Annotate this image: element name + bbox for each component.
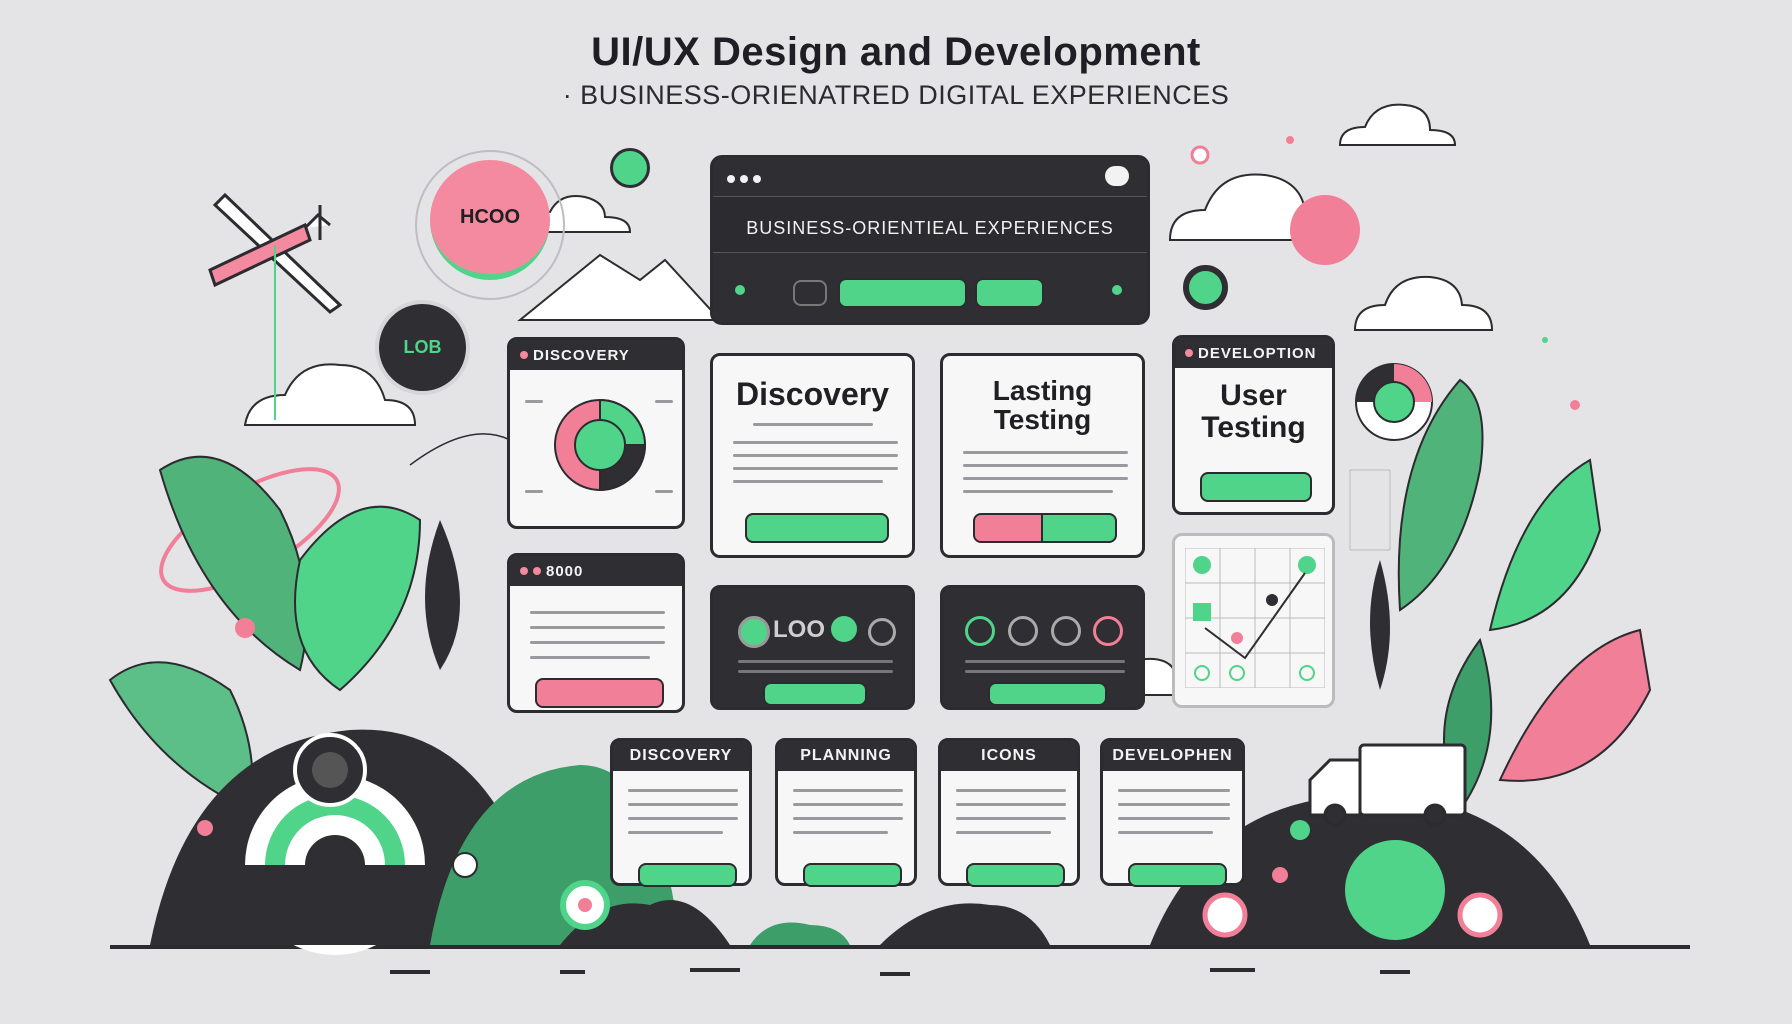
card-tab-label: 8000 (546, 562, 584, 580)
circle-icon (1051, 616, 1081, 646)
ground-dashes (390, 968, 1410, 976)
dark-tile: LOO (710, 585, 915, 710)
icons-box-button[interactable] (966, 863, 1065, 887)
grid-chart-icon (1185, 548, 1325, 688)
dark-tile-button[interactable] (988, 682, 1107, 706)
browser-button[interactable] (838, 278, 967, 308)
card-heading: User Testing (1201, 379, 1306, 444)
icons-box: ICONS (938, 738, 1080, 887)
planning-box: PLANNING (775, 738, 917, 887)
development-box-button[interactable] (1128, 863, 1227, 887)
card-tab: DISCOVERY (510, 340, 682, 370)
cancel-button[interactable] (973, 513, 1047, 543)
dark-tile (940, 585, 1145, 710)
box-label: ICONS (941, 741, 1077, 771)
discovery-chart-card: DISCOVERY (507, 337, 685, 529)
testing-card: Lasting Testing (940, 353, 1145, 558)
ground-line (110, 945, 1690, 949)
leaf-icon (1370, 378, 1652, 813)
discovery-box-button[interactable] (638, 863, 737, 887)
card-tab-label: DISCOVERY (533, 346, 630, 364)
circle-icon (1093, 616, 1123, 646)
window-controls (727, 170, 766, 188)
browser-window: BUSINESS-ORIENTIEAL EXPERIENCES (710, 155, 1150, 325)
donut-chart-icon (554, 398, 647, 492)
card-heading: Discovery (736, 376, 889, 412)
green-dot-icon (1183, 265, 1228, 310)
user-testing-button[interactable] (1200, 472, 1312, 502)
flower-icon (1202, 892, 1248, 938)
pink-badge-label: HCOO (460, 205, 520, 228)
browser-button[interactable] (793, 280, 827, 306)
cloud-icon (1338, 103, 1457, 146)
dark-tile-button[interactable] (763, 682, 867, 706)
pink-circle (1290, 195, 1360, 265)
planning-box-button[interactable] (803, 863, 902, 887)
text-card-button[interactable] (535, 678, 664, 708)
card-heading: Lasting Testing (992, 375, 1093, 436)
development-box: DEVELOPHEN (1100, 738, 1245, 887)
badge-ring (415, 150, 565, 300)
flower-icon (1457, 892, 1503, 938)
dark-badge: LOB (375, 300, 470, 395)
text-card: 8000 (507, 553, 685, 713)
discovery-box: DISCOVERY (610, 738, 752, 887)
cloud-icon (1353, 275, 1494, 331)
confirm-button[interactable] (1041, 513, 1117, 543)
flower-icon (560, 880, 610, 930)
airplane-icon (208, 192, 343, 314)
browser-heading: BUSINESS-ORIENTIEAL EXPERIENCES (746, 218, 1114, 238)
donut-chart-icon (1355, 363, 1433, 441)
card-tab: 8000 (510, 556, 682, 586)
discovery-button[interactable] (745, 513, 889, 543)
circle-icon (965, 616, 995, 646)
green-dot-icon (610, 148, 650, 188)
box-label: DISCOVERY (613, 741, 749, 771)
leaf-icon (108, 455, 460, 812)
mountain-shape (517, 253, 723, 321)
cloud-icon (243, 363, 417, 426)
circle-icon (1008, 616, 1038, 646)
truck-icon (1308, 743, 1467, 827)
card-tab: DEVELOPTION (1175, 338, 1332, 368)
pink-badge: HCOO (430, 160, 550, 280)
dark-tile-label: LOO (773, 616, 825, 643)
circle-icon (868, 618, 896, 646)
green-dot-icon (738, 616, 770, 648)
window-toggle-icon[interactable] (1105, 166, 1129, 186)
user-testing-card: DEVELOPTION User Testing (1172, 335, 1335, 515)
discovery-card: Discovery (710, 353, 915, 558)
card-tab-label: DEVELOPTION (1198, 344, 1317, 362)
grid-card (1172, 533, 1335, 708)
box-label: DEVELOPHEN (1103, 741, 1242, 771)
box-label: PLANNING (778, 741, 914, 771)
browser-button[interactable] (975, 278, 1044, 308)
dark-badge-label: LOB (403, 337, 442, 357)
page-subtitle: · BUSINESS-ORIENATRED DIGITAL EXPERIENCE… (562, 80, 1230, 110)
flower-icon (452, 852, 478, 878)
green-dot-icon (831, 616, 857, 642)
page-title: UI/UX Design and Development (591, 30, 1201, 74)
